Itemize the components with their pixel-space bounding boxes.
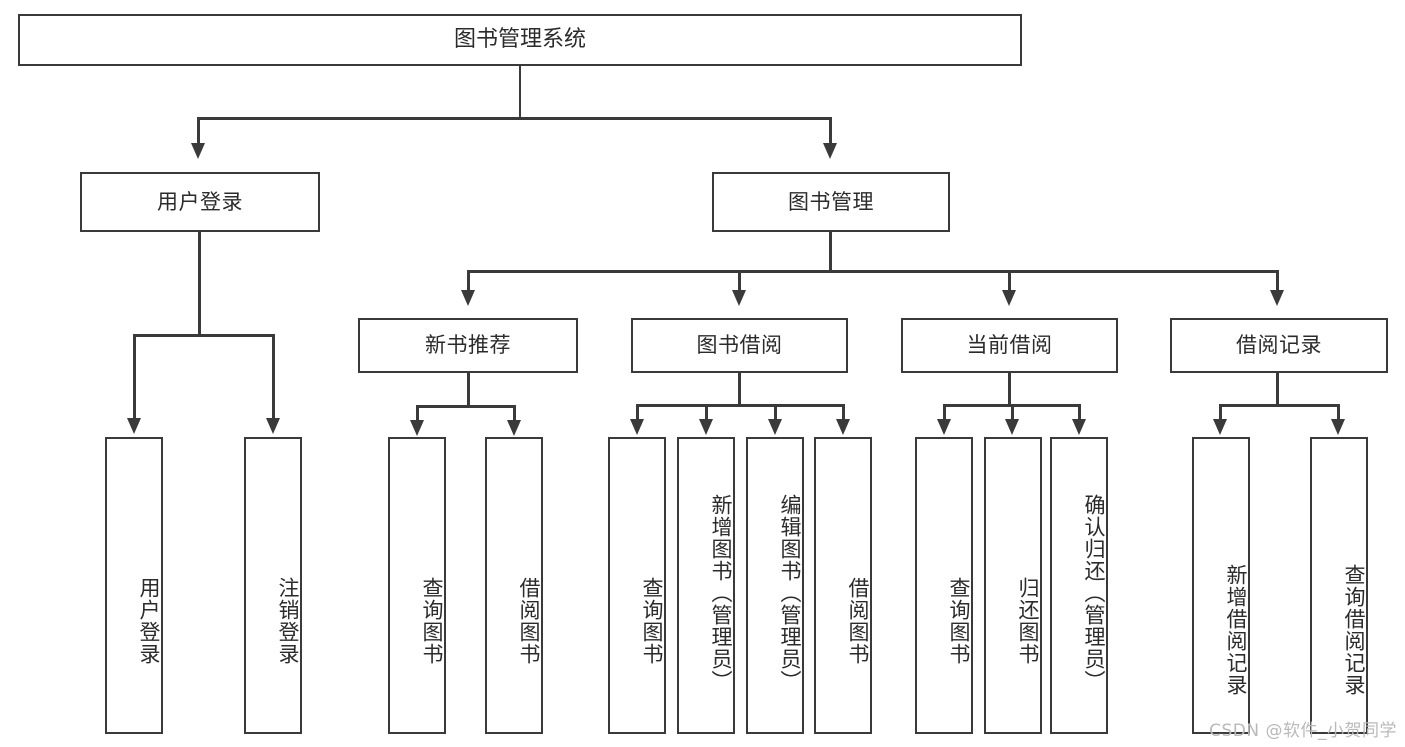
arrowhead-leaf-add-record	[1213, 419, 1227, 435]
node-label: 新书推荐	[425, 333, 511, 358]
connector-to-borrow-record	[1276, 270, 1279, 292]
arrowhead-leaf-confirm-return	[1072, 419, 1086, 435]
connector-level3-bar	[467, 270, 1279, 273]
connector-to-new-book	[467, 270, 470, 292]
arrowhead-borrow-record	[1270, 290, 1284, 306]
arrowhead-leaf-user-login	[127, 418, 141, 434]
node-label: 查询图书	[640, 576, 664, 665]
connector-root-stem	[519, 66, 521, 118]
connector-user-login-leaf-1	[133, 334, 136, 420]
connector-new-book-stem	[467, 373, 470, 407]
arrowhead-new-book	[461, 290, 475, 306]
arrowhead-book-borrow	[732, 290, 746, 306]
arrowhead-leaf-borrow-book-2	[836, 419, 850, 435]
connector-current-borrow-leaf-1	[943, 404, 946, 422]
arrowhead-leaf-query-book-1	[410, 420, 424, 436]
node-leaf-query-book-2[interactable]: 查询图书	[608, 437, 666, 734]
node-label: 新增借阅记录	[1224, 563, 1248, 696]
connector-book-manage-stem	[829, 232, 832, 272]
connector-borrow-record-leaf-1	[1219, 404, 1222, 422]
arrowhead-current-borrow	[1002, 290, 1016, 306]
connector-new-book-leaf-2	[513, 405, 516, 423]
arrowhead-leaf-edit-book	[768, 419, 782, 435]
node-label: 借阅图书	[517, 576, 541, 665]
node-borrow-record[interactable]: 借阅记录	[1170, 318, 1388, 373]
connector-to-user-login	[197, 117, 200, 145]
node-current-borrow[interactable]: 当前借阅	[901, 318, 1118, 373]
arrowhead-leaf-query-book-3	[937, 419, 951, 435]
connector-to-book-manage	[829, 117, 832, 145]
connector-new-book-leaf-1	[416, 405, 419, 423]
node-leaf-logout[interactable]: 注销登录	[244, 437, 302, 734]
connector-user-login-bar	[133, 334, 275, 337]
node-leaf-user-login[interactable]: 用户登录	[105, 437, 163, 734]
node-label: 查询借阅记录	[1342, 563, 1366, 696]
connector-user-login-leaf-2	[272, 334, 275, 420]
connector-current-borrow-stem	[1008, 373, 1011, 407]
node-leaf-confirm-return[interactable]: 确认归还（管理员）	[1050, 437, 1108, 734]
arrowhead-leaf-query-book-2	[630, 419, 644, 435]
node-label: 图书借阅	[696, 333, 783, 358]
connector-book-borrow-leaf-3	[774, 404, 777, 422]
arrowhead-leaf-borrow-book-1	[507, 420, 521, 436]
node-label: 查询图书	[947, 576, 971, 665]
node-new-book-recommend[interactable]: 新书推荐	[358, 318, 578, 373]
node-root-system[interactable]: 图书管理系统	[18, 14, 1022, 66]
node-leaf-query-book-1[interactable]: 查询图书	[388, 437, 446, 734]
connector-borrow-record-bar	[1219, 404, 1339, 407]
node-label: 确认归还（管理员）	[1082, 493, 1106, 692]
connector-user-login-stem	[198, 232, 201, 335]
arrowhead-leaf-query-record	[1331, 419, 1345, 435]
watermark-text: CSDN @软件_小贺同学	[1209, 721, 1397, 741]
node-leaf-borrow-book-1[interactable]: 借阅图书	[485, 437, 543, 734]
connector-level2-bar	[197, 117, 831, 120]
connector-book-borrow-bar	[636, 404, 844, 407]
arrowhead-book-manage	[823, 143, 837, 159]
node-label: 当前借阅	[966, 333, 1053, 358]
connector-book-borrow-leaf-2	[705, 404, 708, 422]
connector-new-book-bar	[416, 405, 515, 408]
connector-book-borrow-leaf-1	[636, 404, 639, 422]
node-leaf-add-book[interactable]: 新增图书（管理员）	[677, 437, 735, 734]
node-label: 归还图书	[1016, 576, 1040, 665]
arrowhead-leaf-add-book	[699, 419, 713, 435]
connector-book-borrow-stem	[738, 373, 741, 407]
node-leaf-borrow-book-2[interactable]: 借阅图书	[814, 437, 872, 734]
node-label: 查询图书	[420, 576, 444, 665]
node-leaf-query-record[interactable]: 查询借阅记录	[1310, 437, 1368, 734]
node-book-manage[interactable]: 图书管理	[712, 172, 950, 232]
node-label: 用户登录	[137, 576, 161, 665]
node-label: 用户登录	[157, 189, 243, 214]
node-user-login[interactable]: 用户登录	[80, 172, 320, 232]
connector-borrow-record-leaf-2	[1337, 404, 1340, 422]
arrowhead-leaf-return-book	[1005, 419, 1019, 435]
node-label: 借阅图书	[846, 576, 870, 665]
node-label: 图书管理	[788, 189, 874, 214]
connector-book-borrow-leaf-4	[842, 404, 845, 422]
connector-borrow-record-stem	[1276, 373, 1279, 407]
node-leaf-return-book[interactable]: 归还图书	[984, 437, 1042, 734]
connector-current-borrow-leaf-2	[1011, 404, 1014, 422]
arrowhead-leaf-logout	[266, 418, 280, 434]
node-book-borrow[interactable]: 图书借阅	[631, 318, 848, 373]
connector-current-borrow-leaf-3	[1078, 404, 1081, 422]
connector-to-current-borrow	[1008, 270, 1011, 292]
node-label: 新增图书（管理员）	[709, 493, 733, 692]
arrowhead-user-login	[191, 143, 205, 159]
node-label: 借阅记录	[1236, 333, 1322, 358]
node-label: 注销登录	[276, 576, 300, 665]
node-leaf-query-book-3[interactable]: 查询图书	[915, 437, 973, 734]
node-leaf-add-record[interactable]: 新增借阅记录	[1192, 437, 1250, 734]
node-label: 图书管理系统	[453, 27, 586, 53]
connector-to-book-borrow	[738, 270, 741, 292]
node-leaf-edit-book[interactable]: 编辑图书（管理员）	[746, 437, 804, 734]
node-label: 编辑图书（管理员）	[778, 493, 802, 692]
